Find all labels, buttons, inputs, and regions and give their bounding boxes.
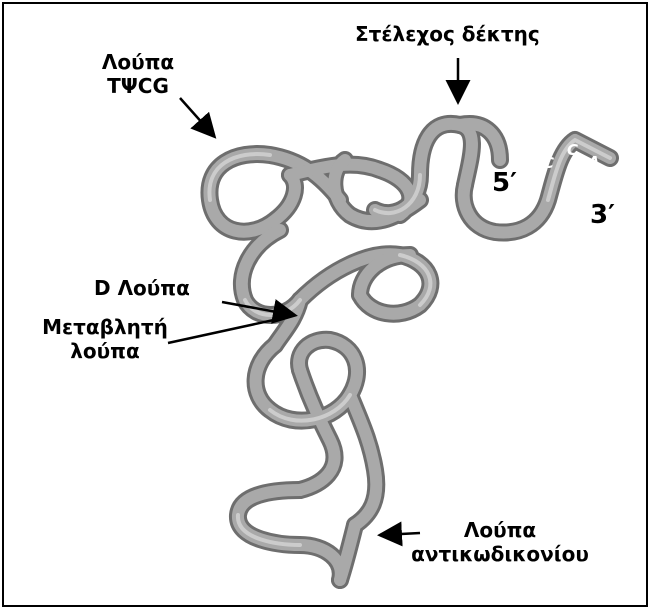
variable-loop-label-line1: Μεταβλητή [42, 315, 168, 339]
cca-letter-a: A [587, 153, 600, 171]
tpsi-loop-label: Λούπα ΤΨCG [98, 50, 178, 98]
tpsi-loop-arrow [180, 98, 213, 135]
trna-ribbon: C C A [209, 124, 610, 580]
anticodon-loop-label-line2: αντικωδικονίου [410, 542, 590, 566]
d-loop-label: D Λούπα [94, 276, 190, 300]
five-prime-label: 5′ [492, 168, 517, 199]
anticodon-loop-label: Λούπα αντικωδικονίου [410, 518, 590, 566]
tpsi-loop-label-line2: ΤΨCG [98, 74, 178, 98]
variable-loop-label: Μεταβλητή λούπα [42, 315, 168, 363]
acceptor-stem-label: Στέλεχος δέκτης [355, 22, 540, 46]
tpsi-loop-label-line1: Λούπα [98, 50, 178, 74]
cca-letter-c2: C [567, 141, 578, 159]
variable-loop-label-line2: λούπα [42, 339, 168, 363]
cca-letter-c1: C [543, 154, 554, 172]
three-prime-label: 3′ [590, 200, 615, 231]
anticodon-loop-label-line1: Λούπα [410, 518, 590, 542]
